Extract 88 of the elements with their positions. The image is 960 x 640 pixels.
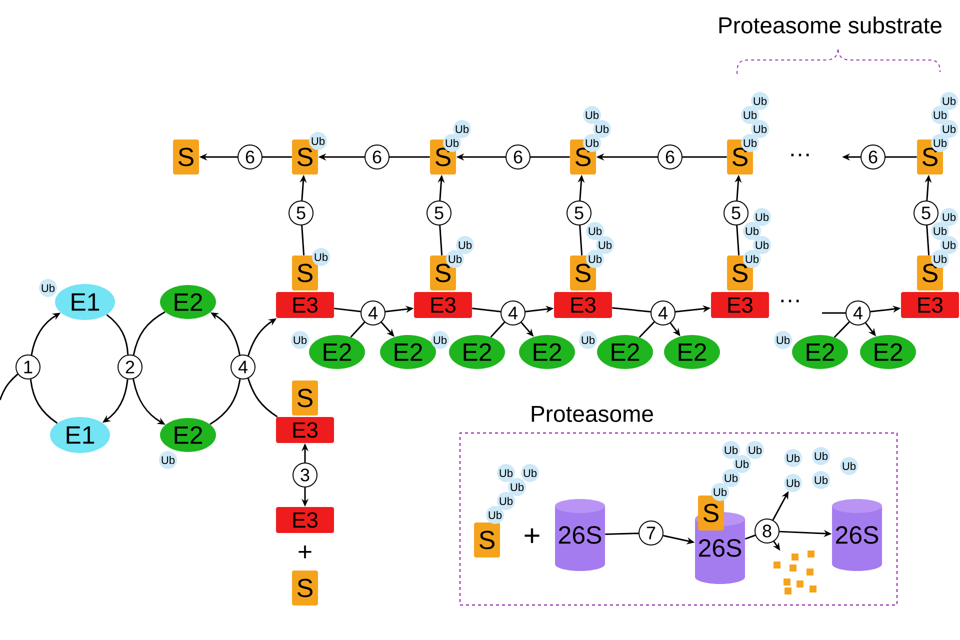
reaction-line <box>605 532 639 536</box>
reaction-line <box>472 308 501 312</box>
reaction-line <box>744 534 756 540</box>
reaction-line <box>886 156 917 158</box>
proteasome-cylinder: 26S <box>832 499 882 571</box>
reaction-line <box>682 156 727 158</box>
ubiquitin-bubble: Ub <box>486 506 504 524</box>
ubiquitin-bubble: Ub <box>497 492 515 510</box>
ubiquitin-bubble: Ub <box>521 464 539 482</box>
ubiquitin-bubble: Ub <box>722 441 740 459</box>
ubiquitin-bubble: Ub <box>812 471 830 489</box>
reaction-line <box>926 225 930 256</box>
substrate-box: S <box>474 522 500 558</box>
proteasome-cylinder: 26S <box>555 499 605 571</box>
ubiquitin-bubble: Ub <box>456 236 474 254</box>
ubiquitin-bubble: Ub <box>784 474 802 492</box>
reaction-line <box>579 225 583 256</box>
ubiquitin-bubble: Ub <box>431 331 449 349</box>
ubiquitin-bubble: Ub <box>312 248 330 266</box>
ubiquitin-bubble: Ub <box>722 469 740 487</box>
brace-label: Proteasome substrate <box>719 16 942 34</box>
ligase-box: E3 <box>276 292 334 318</box>
fragments-drawing <box>774 550 817 594</box>
ubiquitin-bubble: Ub <box>39 279 57 297</box>
ellipsis: … <box>781 300 799 302</box>
ligase-box: E3 <box>276 417 334 443</box>
ubiquitin-bubble: Ub <box>291 331 309 349</box>
plus-sign: + <box>524 528 540 544</box>
reaction-line <box>262 156 292 158</box>
ellipsis: … <box>791 154 809 156</box>
reaction-line <box>247 378 278 418</box>
ubiquitin-bubble: Ub <box>931 106 949 124</box>
reaction-line <box>439 225 443 256</box>
ligase-box: E3 <box>901 292 960 318</box>
ligase-box: E3 <box>414 292 472 318</box>
reaction-line <box>822 312 846 314</box>
reaction-line <box>390 156 430 158</box>
ubiquitin-bubble: Ub <box>940 120 958 138</box>
reaction-line <box>106 314 129 355</box>
reaction-line <box>638 321 655 338</box>
ubiquitin-bubble: Ub <box>596 236 614 254</box>
ubiquitin-bubble: Ub <box>840 457 858 475</box>
reaction-line <box>334 308 361 312</box>
ubiquitin-bubble: Ub <box>711 483 729 501</box>
ubiquitin-bubble: Ub <box>453 120 471 138</box>
reaction-line <box>350 322 366 338</box>
ligase-box: E3 <box>711 292 769 318</box>
ubiquitin-bubble: Ub <box>593 120 611 138</box>
ubiquitin-bubble: Ub <box>579 331 597 349</box>
substrate-box: S <box>292 570 318 606</box>
ubiquitin-bubble: Ub <box>508 478 526 496</box>
ubiquitin-bubble: Ub <box>751 120 769 138</box>
ubiquitin-bubble: Ub <box>753 236 771 254</box>
ubiquitin-bubble: Ub <box>812 447 830 465</box>
reaction-line <box>530 156 570 158</box>
reaction-line <box>0 374 18 400</box>
reaction-line <box>490 322 506 338</box>
ubiquitin-bubble: Ub <box>733 455 751 473</box>
node-label: Proteasome <box>532 406 653 422</box>
ubiquitin-bubble: Ub <box>940 236 958 254</box>
ubiquitin-bubble: Ub <box>159 451 177 469</box>
ubiquitin-bubble: Ub <box>940 92 958 110</box>
ubiquitin-bubble: Ub <box>784 449 802 467</box>
ubiquitin-bubble: Ub <box>940 208 958 226</box>
substrate-box: S <box>698 496 724 530</box>
ubiquitin-bubble: Ub <box>497 464 515 482</box>
reaction-line <box>301 225 305 256</box>
reaction-line <box>834 321 850 338</box>
substrate-box: S <box>292 380 318 416</box>
reaction-line <box>30 379 58 424</box>
plus-sign: + <box>298 546 312 558</box>
ligase-box: E3 <box>554 292 612 318</box>
ubiquitin-bubble: Ub <box>586 222 604 240</box>
reaction-line <box>736 225 740 256</box>
ubiquitin-bubble: Ub <box>751 92 769 110</box>
ubiquitin-bubble: Ub <box>583 106 601 124</box>
substrate-box: S <box>173 140 199 174</box>
reaction-line <box>612 307 651 312</box>
ubiquitin-bubble: Ub <box>741 106 760 124</box>
ubiquitin-bubble: Ub <box>743 222 761 240</box>
reaction-line <box>132 311 166 356</box>
ubiquitin-bubble: Ub <box>753 208 771 226</box>
ubiquitin-bubble: Ub <box>774 331 792 349</box>
ubiquitin-bubble: Ub <box>931 222 949 240</box>
reaction-line <box>210 379 241 425</box>
ubiquitin-bubble: Ub <box>309 132 327 150</box>
ubiquitin-bubble: Ub <box>746 441 764 459</box>
ligase-box: E3 <box>276 507 334 533</box>
